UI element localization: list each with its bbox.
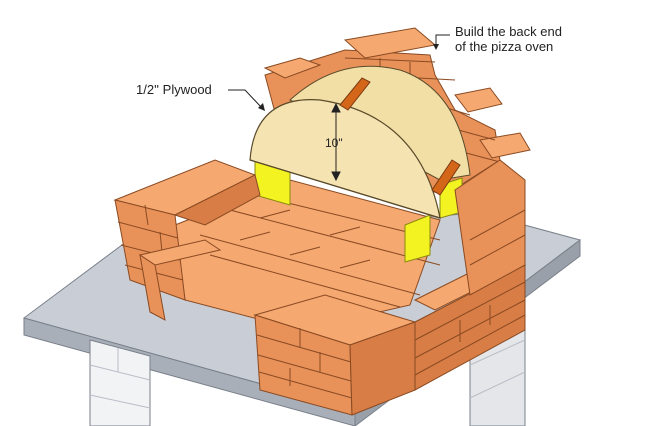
right-wall-back-face [454,159,526,296]
leader-line-back-end [435,34,450,46]
plywood-arch-front [249,99,441,219]
back-end-annotation: Build the back end of the pizza oven [455,24,562,54]
leader-arrowhead-plywood [258,103,265,111]
plywood-base-edge [249,159,441,219]
back-end-annotation-line2: of the pizza oven [455,39,554,54]
dimension-arrow [331,102,341,182]
front-wall-joints [256,328,353,399]
back-wall-left-step [263,57,322,79]
right-wall-joints [414,209,526,376]
support-block-right-front [404,214,431,263]
left-front-pillar-face [139,253,166,321]
left-wall-outer-face [114,199,186,301]
height-dimension-label: 10" [325,136,343,150]
back-wall-top-step [454,87,503,113]
plywood-annotation: 1/2'' Plywood [136,82,212,97]
rail-left [339,77,371,111]
block-joints [89,348,151,409]
leader-arrowhead [433,44,439,50]
leader-line-plywood [228,89,263,109]
rail-right [431,159,461,196]
left-wall-inner-face [173,174,261,226]
back-end-annotation-line1: Build the back end [455,24,562,39]
